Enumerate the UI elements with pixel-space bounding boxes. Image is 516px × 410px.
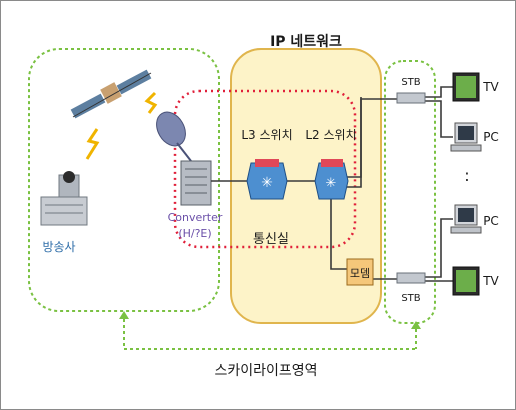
broadcaster-area xyxy=(28,48,220,312)
tv-bottom-label: TV xyxy=(482,274,499,288)
pc-top-label: PC xyxy=(483,130,499,144)
svg-text:✳: ✳ xyxy=(326,176,337,191)
subscriber-area xyxy=(384,60,436,324)
converter-sub-label: (H/?E) xyxy=(178,227,211,240)
network-links xyxy=(211,86,453,282)
broadcast-building-icon xyxy=(40,171,88,226)
stb-bottom-label: STB xyxy=(401,293,420,304)
tv-icon xyxy=(452,266,480,296)
red-dotted-region xyxy=(173,89,357,249)
ip-network-region xyxy=(230,48,382,324)
modem-icon xyxy=(346,258,374,286)
satellite-dish-icon xyxy=(156,111,192,162)
stb-top-label: STB xyxy=(401,77,420,88)
pc-icon xyxy=(450,122,482,152)
stb-icon xyxy=(396,92,426,104)
converter-rack-icon xyxy=(180,160,212,206)
l3-switch-label: L3 스위치 xyxy=(241,128,292,142)
sky-life-area-label: 스카이라이프영역 xyxy=(214,363,317,379)
svg-text:✳: ✳ xyxy=(261,175,273,191)
l3-switch-icon: ✳ xyxy=(246,159,288,200)
tv-icon xyxy=(452,72,480,102)
device-ellipsis: : xyxy=(464,166,469,185)
converter-label: Converter xyxy=(168,211,223,224)
stb-icon xyxy=(396,272,426,284)
pc-bottom-label: PC xyxy=(483,214,499,228)
l2-switch-icon: ✳ xyxy=(314,159,349,200)
tv-top-label: TV xyxy=(482,80,499,94)
l2-switch-label: L2 스위치 xyxy=(305,128,356,142)
broadcaster-label: 방송사 xyxy=(42,240,75,254)
signal-bolt-icon xyxy=(85,91,158,160)
satellite-icon xyxy=(70,69,152,119)
telecom-office-label: 통신실 xyxy=(253,232,289,247)
sky-life-bracket xyxy=(119,311,421,350)
ip-network-title: IP 네트워크 xyxy=(270,34,342,50)
modem-label: 모뎀 xyxy=(350,267,370,280)
pc-icon xyxy=(450,204,482,234)
